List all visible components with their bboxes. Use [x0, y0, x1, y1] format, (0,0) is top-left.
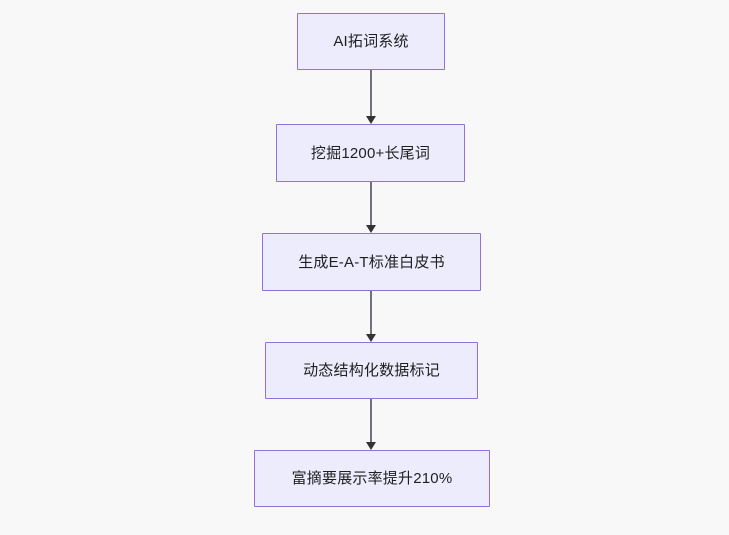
flow-node-1-label: AI拓词系统: [333, 33, 409, 50]
arrow-down-icon: [366, 334, 376, 342]
arrow-down-icon: [366, 442, 376, 450]
flow-node-3-label: 生成E-A-T标准白皮书: [298, 253, 445, 271]
flow-node-5[interactable]: 富摘要展示率提升210%: [254, 450, 490, 507]
flow-edge-3-to-4: [364, 291, 378, 342]
flow-edge-2-to-3: [364, 182, 378, 233]
flow-node-3[interactable]: 生成E-A-T标准白皮书: [262, 233, 481, 291]
edge-line: [370, 399, 372, 443]
flow-node-4[interactable]: 动态结构化数据标记: [265, 342, 478, 399]
edge-line: [370, 182, 372, 226]
flow-node-1[interactable]: AI拓词系统: [297, 13, 445, 70]
edge-line: [370, 291, 372, 335]
arrow-down-icon: [366, 116, 376, 124]
flow-node-2-label: 挖掘1200+长尾词: [310, 144, 431, 162]
arrow-down-icon: [366, 225, 376, 233]
flow-node-4-label: 动态结构化数据标记: [303, 362, 440, 379]
flow-edge-4-to-5: [364, 399, 378, 450]
flow-node-5-label: 富摘要展示率提升210%: [291, 470, 453, 487]
edge-line: [370, 70, 372, 117]
flow-node-2[interactable]: 挖掘1200+长尾词: [276, 124, 465, 182]
flow-edge-1-to-2: [364, 70, 378, 124]
